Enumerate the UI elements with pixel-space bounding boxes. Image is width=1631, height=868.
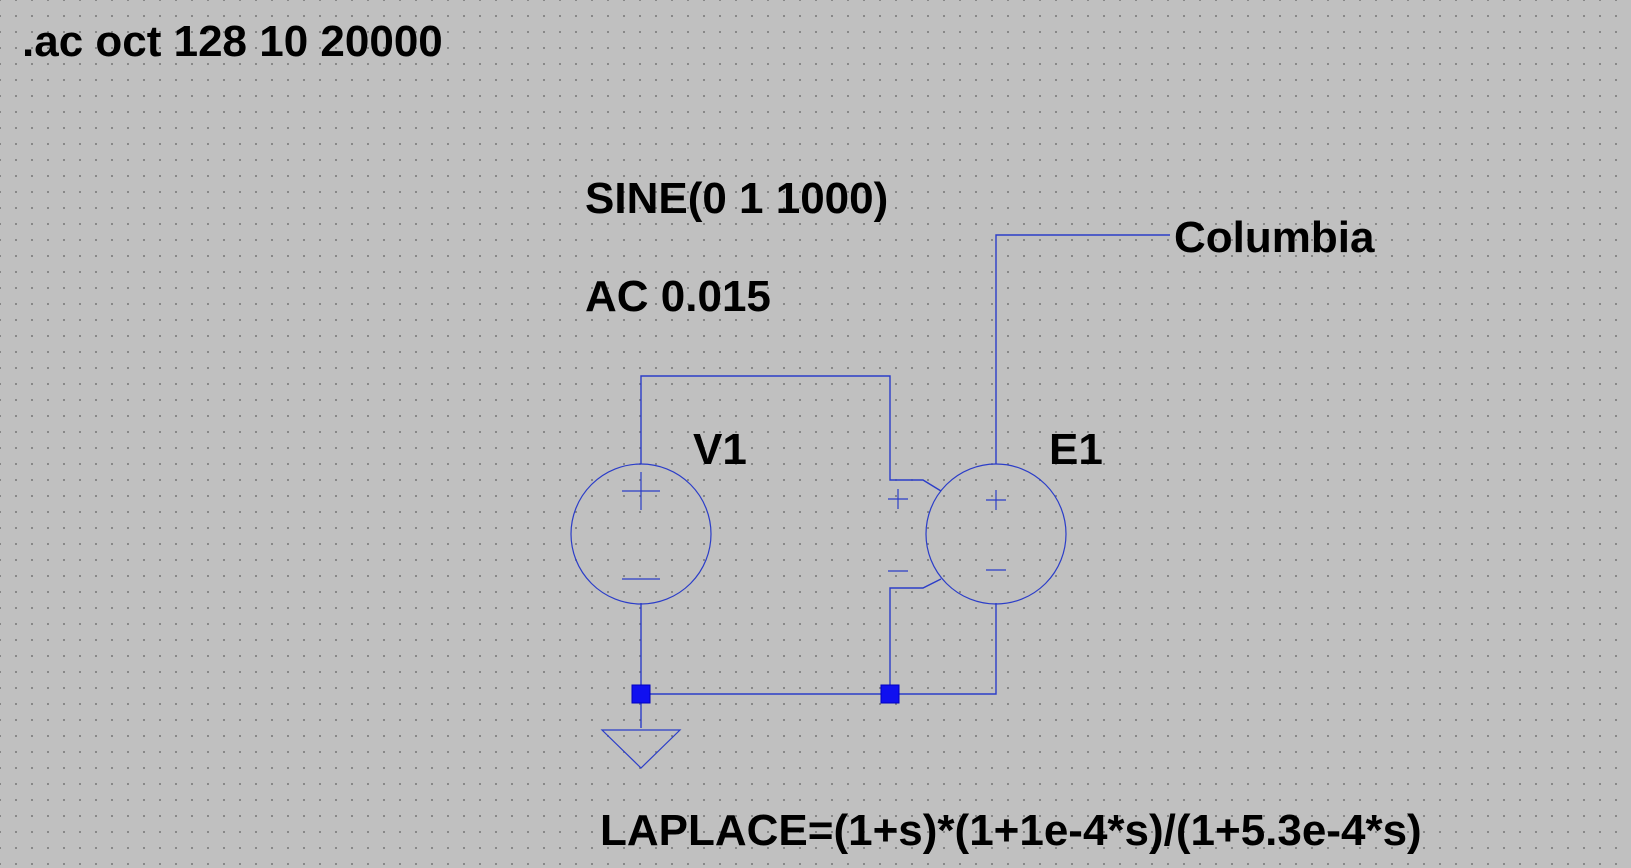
wires: [640, 234, 1170, 728]
e1-laplace-expression[interactable]: LAPLACE=(1+s)*(1+1e-4*s)/(1+5.3e-4*s): [600, 806, 1422, 855]
wire-e1-out-columbia[interactable]: [995, 234, 1170, 464]
v1-name[interactable]: V1: [693, 425, 747, 474]
wire-e1-control-minus[interactable]: [889, 578, 942, 694]
e1-name[interactable]: E1: [1049, 425, 1103, 474]
junction-dot-control[interactable]: [880, 684, 900, 704]
e1-dependent-source[interactable]: [888, 463, 1067, 605]
junction-dot-ground[interactable]: [631, 684, 651, 704]
net-label-columbia[interactable]: Columbia: [1174, 213, 1375, 262]
v1-voltage-source[interactable]: [570, 463, 712, 605]
v1-value-sine[interactable]: SINE(0 1 1000): [585, 174, 888, 223]
spice-directive[interactable]: .ac oct 128 10 20000: [22, 17, 443, 66]
wire-ground-bus[interactable]: [641, 603, 997, 695]
v1-value-ac[interactable]: AC 0.015: [585, 272, 771, 321]
ground-symbol[interactable]: [600, 729, 682, 769]
wire-v1-top[interactable]: [640, 375, 942, 492]
